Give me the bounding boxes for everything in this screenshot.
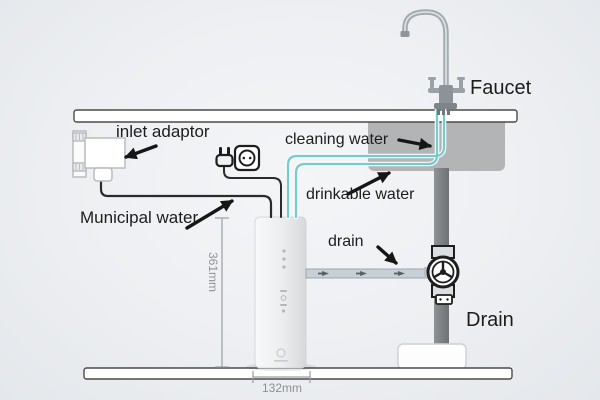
inlet-adaptor-icon [72,130,126,182]
water-purifier-icon [254,216,307,369]
dimension-lines [215,217,311,383]
municipal-water-tube [99,178,273,219]
faucet-label: Faucet [470,77,532,99]
drain-valve-icon [424,245,460,305]
power-cord [223,165,282,218]
drain-base-box [397,343,467,370]
height-dimension-label: 361mm [206,251,220,293]
cleaning-water-label: cleaning water [285,131,389,148]
cleaning-water-arrow [397,138,432,151]
drinkable-water-label: drinkable water [306,186,415,203]
faucet-icon [400,9,465,115]
drain-hose-icon [305,268,433,279]
drain-flow-label: drain [328,233,364,250]
drain-flow-arrow [376,245,398,265]
drain-label: Drain [466,309,514,331]
countertop-shape [73,109,518,123]
municipal-water-label: Municipal water [80,208,199,227]
inlet-adaptor-label: inlet adaptor [116,122,210,141]
power-outlet-icon [233,144,261,172]
drinkable-water-line [294,102,439,219]
drinkable-water-arrow [346,171,391,196]
municipal-water-arrow [185,199,234,230]
annotation-arrows [124,138,432,265]
cleaning-water-line [286,102,446,219]
inlet-adaptor-arrow [124,144,158,160]
power-plug-icon [215,147,234,168]
width-dimension-label: 132mm [261,381,303,395]
